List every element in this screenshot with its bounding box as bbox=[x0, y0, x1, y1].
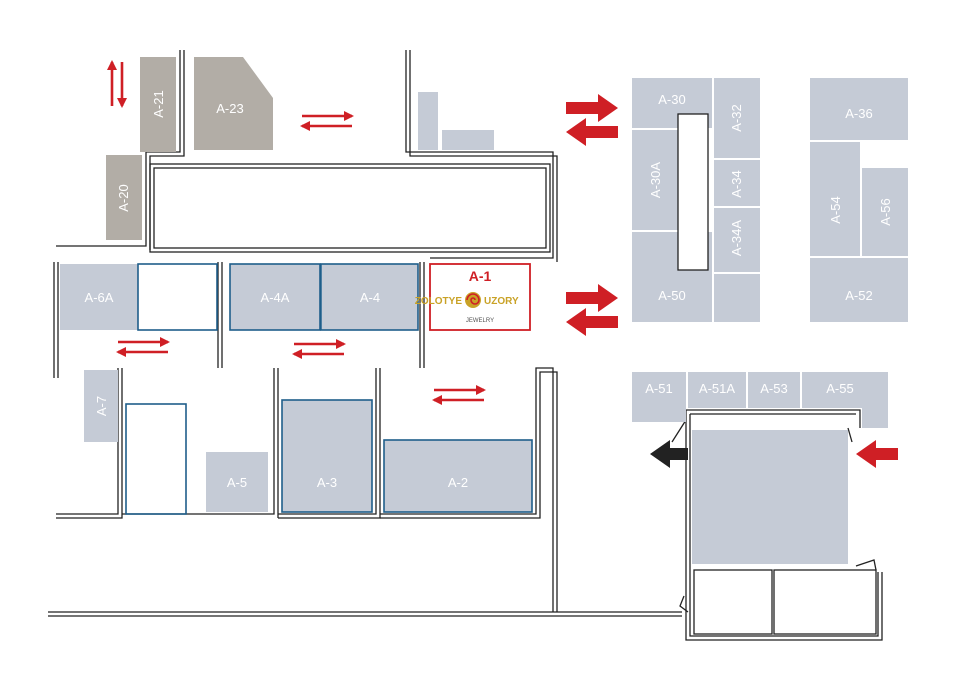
arrow-left-large-icon bbox=[566, 308, 618, 336]
label-a2: A-2 bbox=[448, 475, 468, 490]
booth-a20[interactable] bbox=[106, 155, 142, 240]
traffic-arrows bbox=[107, 60, 486, 405]
label-a32: A-32 bbox=[729, 104, 744, 131]
booth-a52[interactable] bbox=[810, 258, 908, 322]
label-a30a: A-30A bbox=[648, 162, 663, 198]
arrow-right-large-icon bbox=[566, 94, 618, 122]
label-a1: A-1 bbox=[469, 268, 492, 284]
label-a5: A-5 bbox=[227, 475, 247, 490]
label-a21: A-21 bbox=[151, 90, 166, 117]
booth-a36[interactable] bbox=[810, 78, 908, 140]
booth-a30a[interactable] bbox=[632, 130, 678, 230]
booth-a32[interactable] bbox=[714, 78, 760, 158]
label-a53: A-53 bbox=[760, 381, 787, 396]
wall-top-right bbox=[405, 50, 554, 259]
booth-a1[interactable]: A-1 ZOLOTYE UZORY JEWELRY bbox=[415, 263, 531, 331]
central-hall bbox=[149, 163, 551, 253]
label-a34a: A-34A bbox=[729, 220, 744, 256]
booth-a53[interactable] bbox=[748, 372, 800, 408]
booth-a21[interactable] bbox=[140, 57, 176, 152]
booth-a4[interactable] bbox=[322, 264, 418, 330]
cluster-core bbox=[677, 113, 709, 271]
booth-a54[interactable] bbox=[810, 142, 860, 256]
label-a36: A-36 bbox=[845, 106, 872, 121]
brand-left-text: ZOLOTYE bbox=[415, 296, 463, 307]
label-a34: A-34 bbox=[729, 170, 744, 197]
arrow-exit-left-icon bbox=[650, 440, 688, 468]
arrow-right-large-icon bbox=[566, 284, 618, 312]
booth-a51a[interactable] bbox=[688, 372, 746, 408]
label-a7: A-7 bbox=[94, 396, 109, 416]
label-a4a: A-4A bbox=[261, 290, 290, 305]
booths-bluegray bbox=[60, 78, 908, 564]
booth-a56[interactable] bbox=[862, 168, 908, 256]
hall-lower-right bbox=[692, 430, 848, 564]
booth-a23[interactable] bbox=[194, 57, 273, 150]
label-a51a: A-51A bbox=[699, 381, 735, 396]
booths-outlined bbox=[125, 263, 533, 515]
label-a20: A-20 bbox=[116, 184, 131, 211]
label-a23: A-23 bbox=[216, 101, 243, 116]
booth-a4a[interactable] bbox=[230, 264, 320, 330]
label-a3: A-3 bbox=[317, 475, 337, 490]
label-a52: A-52 bbox=[845, 288, 872, 303]
label-a55: A-55 bbox=[826, 381, 853, 396]
brand-right-text: UZORY bbox=[484, 296, 519, 307]
label-a4: A-4 bbox=[360, 290, 380, 305]
label-a50: A-50 bbox=[658, 288, 685, 303]
booth-a34[interactable] bbox=[714, 160, 760, 206]
booth-a7[interactable] bbox=[84, 370, 118, 442]
swirl-logo-icon bbox=[465, 292, 481, 308]
label-a51: A-51 bbox=[645, 381, 672, 396]
booth-a2[interactable] bbox=[384, 440, 532, 512]
label-a30: A-30 bbox=[658, 92, 685, 107]
label-a56: A-56 bbox=[878, 198, 893, 225]
booth-a5[interactable] bbox=[206, 452, 268, 512]
label-a54: A-54 bbox=[828, 196, 843, 223]
booth-a34a[interactable] bbox=[714, 208, 760, 272]
booths-taupe: A-21 A-23 A-20 bbox=[106, 57, 273, 240]
booth-a51[interactable] bbox=[632, 372, 686, 422]
label-a6a: A-6A bbox=[85, 290, 114, 305]
entrance-arrows bbox=[566, 94, 898, 468]
booth-a3[interactable] bbox=[282, 400, 372, 512]
booth-a6a[interactable] bbox=[60, 264, 138, 330]
walls bbox=[48, 50, 883, 641]
arrow-left-large-icon bbox=[566, 118, 618, 146]
booth-labels: A-6A A-7 A-5 A-4A A-4 A-3 A-2 A-30 A-32 … bbox=[85, 92, 893, 490]
tagline-text: JEWELRY bbox=[466, 318, 494, 324]
arrow-left-entry-icon bbox=[856, 440, 898, 468]
